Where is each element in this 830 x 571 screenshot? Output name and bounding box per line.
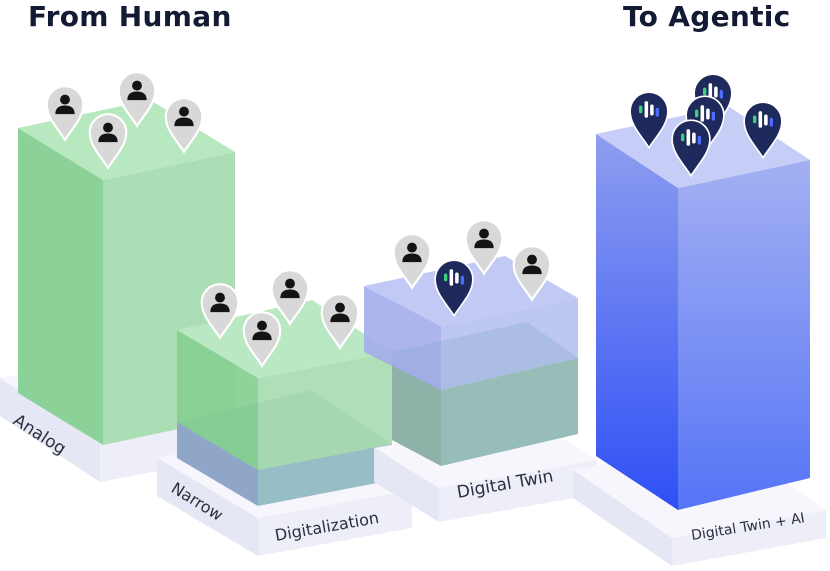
stage-digital-twin-ai: Digital Twin + AI: [573, 106, 826, 566]
narrow-lower-front: [177, 422, 258, 506]
agentic-block-front: [596, 134, 678, 510]
stage-digital-twin: Digital Twin: [364, 256, 597, 522]
analog-block-front: [18, 128, 103, 445]
heading-from-human: From Human: [28, 0, 232, 33]
agentic-block-side: [678, 160, 810, 510]
narrow-lower-side: [258, 444, 392, 506]
heading-to-agentic: To Agentic: [623, 0, 791, 33]
